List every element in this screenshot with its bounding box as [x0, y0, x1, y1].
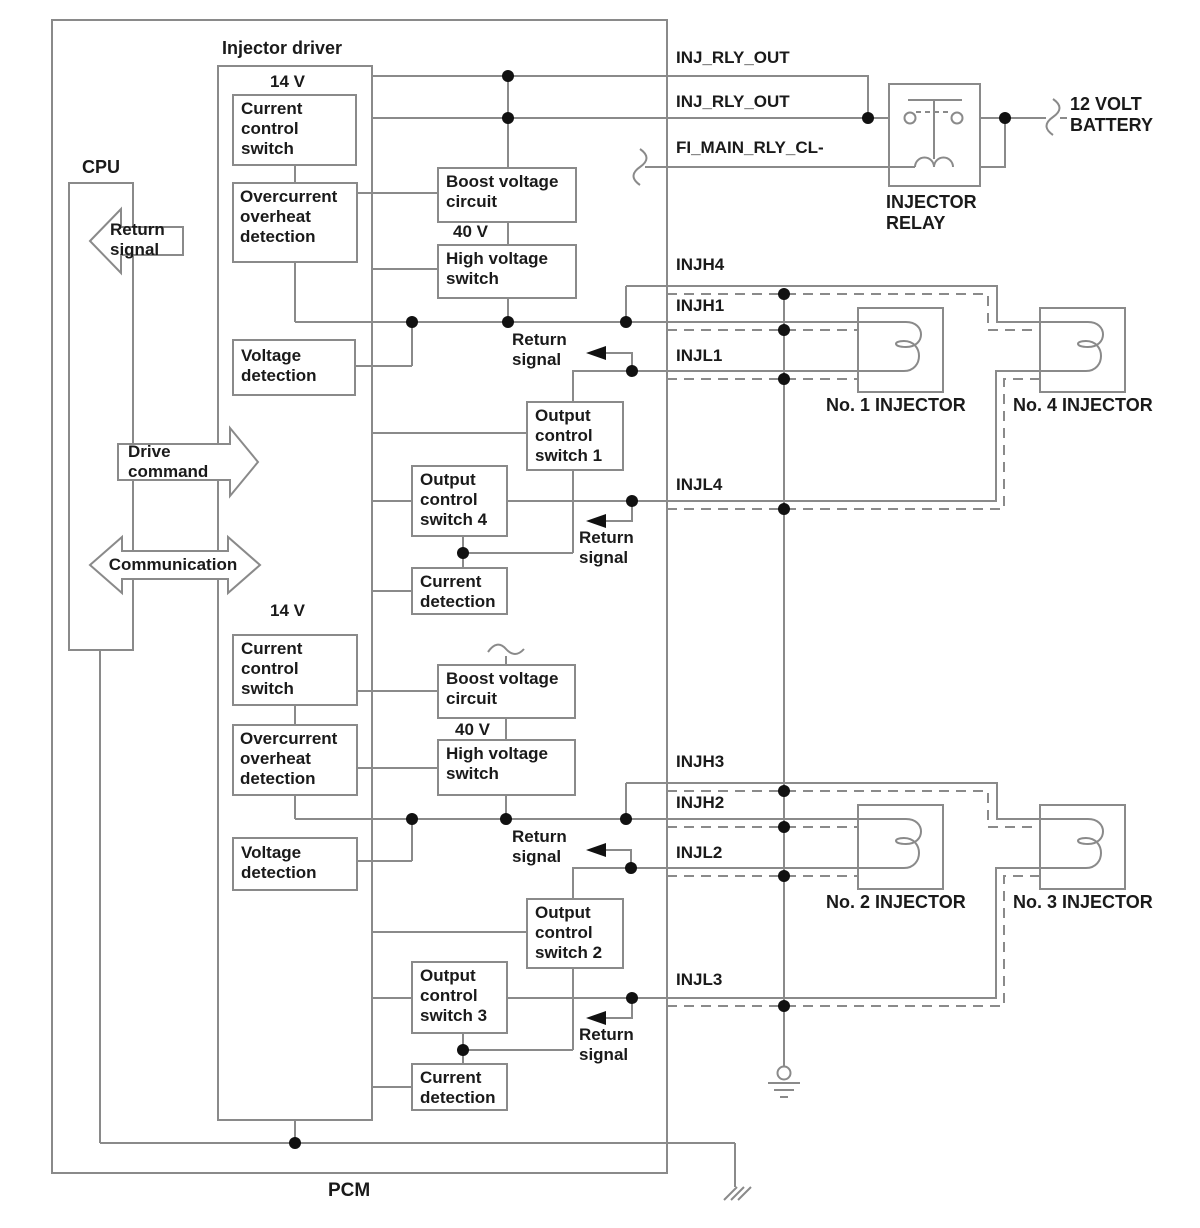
return-signal-arrow-icon — [88, 206, 184, 276]
dashed-harness-wires — [667, 293, 1040, 1007]
junction-dots — [289, 70, 1011, 1149]
communication-arrow-icon — [88, 534, 262, 596]
wire-break-icons — [487, 98, 1061, 655]
return-arrow-icon-a1 — [586, 346, 606, 360]
boost-supply-break-icon — [487, 643, 525, 655]
high-voltage-switch-b-box — [437, 739, 576, 796]
injector-4-coil-icon — [1040, 321, 1104, 372]
injector-3-coil-icon — [1040, 818, 1104, 869]
high-voltage-switch-a-box — [437, 244, 577, 299]
injector-3-box — [1039, 804, 1126, 890]
cpu-arrows — [88, 206, 262, 596]
relay-coil-icon — [914, 156, 954, 168]
voltage-detection-b-box — [232, 837, 358, 891]
injector-1-box — [857, 307, 944, 393]
current-control-switch-b-box — [232, 634, 358, 706]
boost-voltage-b-box — [437, 664, 576, 719]
ground-bus — [768, 294, 800, 1098]
return-arrow-icon-b1 — [586, 843, 606, 857]
drive-command-arrow-icon — [117, 425, 260, 499]
current-detection-a-box — [411, 567, 508, 615]
output-control-switch-3-box — [411, 961, 508, 1034]
output-control-switch-4-box — [411, 465, 508, 537]
return-arrow-icon-b2 — [586, 1011, 606, 1025]
channel-a-wires — [294, 165, 1040, 592]
return-arrowheads — [586, 346, 606, 1025]
injector-2-box — [857, 804, 944, 890]
return-arrow-icon-a2 — [586, 514, 606, 528]
output-control-switch-2-box — [526, 898, 624, 969]
component-boxes — [232, 94, 624, 1111]
output-control-switch-1-box — [526, 401, 624, 471]
injector-relay-symbol — [888, 83, 981, 187]
injector-4-box — [1039, 307, 1126, 393]
battery-break-icon — [1045, 98, 1061, 136]
fi-main-break-icon — [632, 148, 648, 186]
injector-2-coil-icon — [858, 818, 922, 869]
injector-symbols — [857, 307, 1126, 890]
ground-wires — [99, 650, 752, 1201]
current-detection-b-box — [411, 1063, 508, 1111]
overcurrent-detection-a-box — [232, 182, 358, 263]
current-control-switch-a-box — [232, 94, 357, 166]
overcurrent-detection-b-box — [232, 724, 358, 796]
boost-voltage-a-box — [437, 167, 577, 223]
voltage-detection-a-box — [232, 339, 356, 396]
injector-1-coil-icon — [858, 321, 922, 372]
